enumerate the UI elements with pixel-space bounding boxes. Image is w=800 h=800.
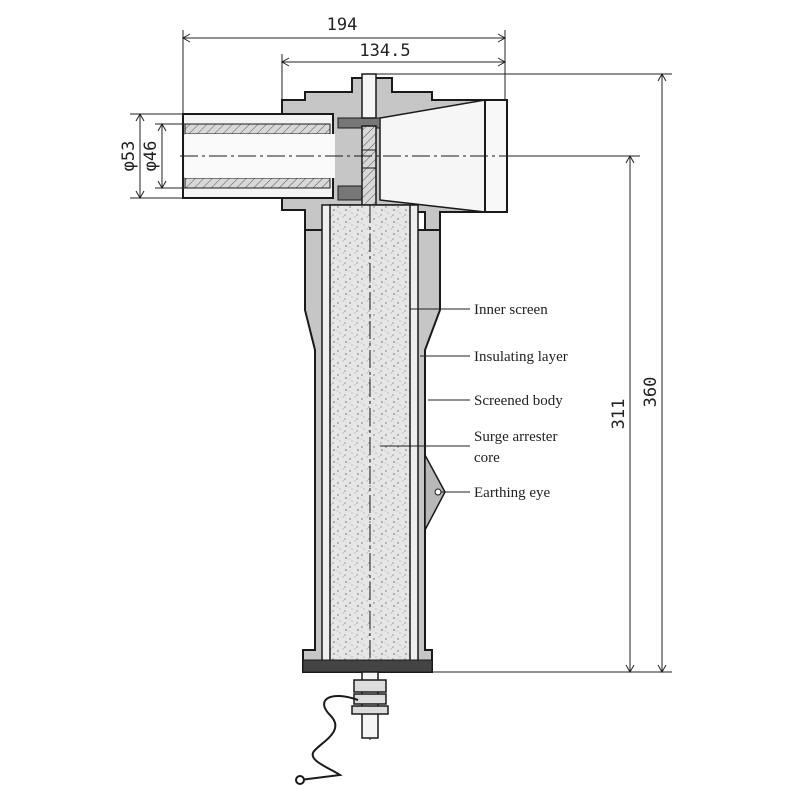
ground-wire	[299, 695, 359, 781]
dim-phi46: φ46	[141, 141, 161, 172]
wire-end-eye	[295, 775, 305, 785]
sleeve-bottom	[184, 177, 331, 189]
dim-311: 311	[609, 399, 629, 430]
nut-1	[353, 679, 387, 693]
label-surge-core-2: core	[474, 450, 500, 466]
earthing-eye-hole	[434, 488, 442, 496]
label-inner-screen: Inner screen	[474, 302, 548, 318]
dim-194: 194	[327, 15, 358, 35]
nut-2	[353, 693, 387, 705]
dim-phi53: φ53	[119, 141, 139, 172]
sleeve-top	[184, 123, 331, 135]
label-insulating-layer: Insulating layer	[474, 349, 568, 365]
arrester-body	[302, 204, 446, 740]
dim-134-5: 134.5	[359, 41, 410, 61]
label-surge-core-1: Surge arrester	[474, 429, 557, 445]
washer	[351, 705, 389, 715]
top-nozzle	[361, 73, 377, 119]
bottom-terminal	[295, 671, 389, 785]
inner-screen-bottom	[337, 185, 363, 201]
bottom-cap	[302, 659, 433, 673]
label-earthing-eye: Earthing eye	[474, 485, 551, 501]
dimensions	[130, 30, 672, 674]
leader-lines	[380, 308, 470, 493]
dim-360: 360	[641, 377, 661, 408]
t-head	[180, 73, 520, 231]
label-screened-body: Screened body	[474, 393, 563, 409]
central-stud	[361, 125, 377, 207]
